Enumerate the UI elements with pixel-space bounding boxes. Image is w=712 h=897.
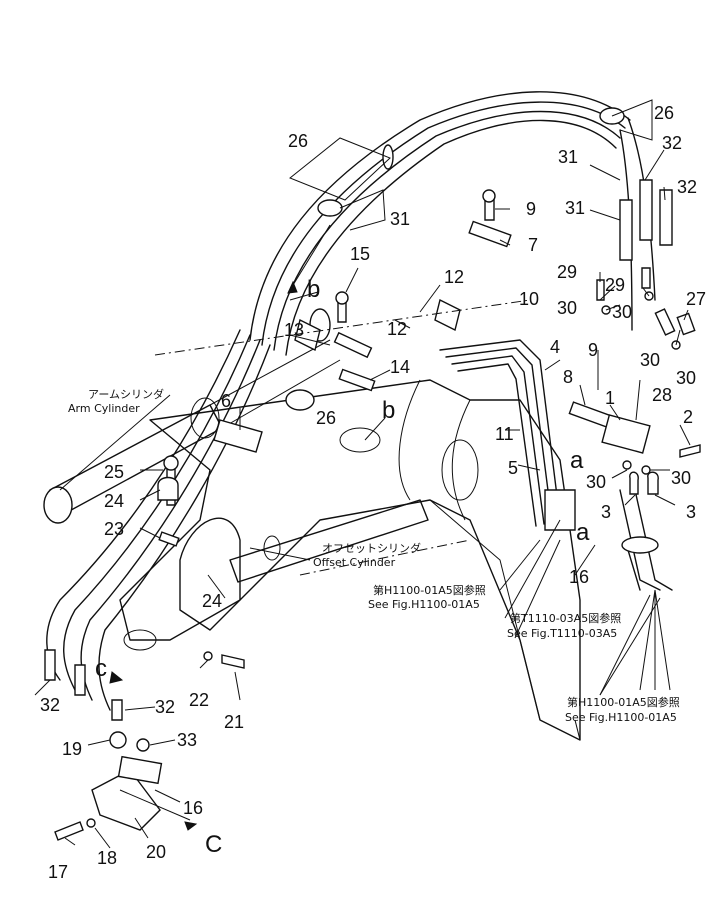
- marker-a: a: [570, 447, 584, 474]
- part-label: 5: [508, 458, 518, 478]
- part-label: 26: [316, 408, 336, 428]
- part-label: 12: [444, 267, 464, 287]
- reference-note-1-jp: 第H1100-01A5図参照: [373, 583, 486, 597]
- part-label: 14: [390, 357, 410, 377]
- part-label: 32: [155, 697, 175, 717]
- part-label: 24: [202, 591, 222, 611]
- part-label: 26: [288, 131, 308, 151]
- part-label: 21: [224, 712, 244, 732]
- part-label: 32: [662, 133, 682, 153]
- part-label: 32: [677, 177, 697, 197]
- reference-note-2-en: See Fig.T1110-03A5: [507, 627, 617, 640]
- part-label: 30: [640, 350, 660, 370]
- part-label: 25: [104, 462, 124, 482]
- part-label: 17: [48, 862, 68, 882]
- part-label: 20: [146, 842, 166, 862]
- part-label: 10: [519, 289, 539, 309]
- part-label: 6: [221, 391, 231, 411]
- reference-note-1-en: See Fig.H1100-01A5: [368, 598, 480, 611]
- reference-note-2-jp: 第T1110-03A5図参照: [510, 611, 621, 625]
- part-label: 29: [557, 262, 577, 282]
- marker-b: b: [307, 276, 320, 303]
- part-label: 8: [563, 367, 573, 387]
- left-hose-run: [46, 329, 271, 711]
- part-label: 11: [495, 424, 514, 444]
- part-label: 9: [526, 199, 536, 219]
- right-pipes: [439, 339, 673, 591]
- part-label: 30: [557, 298, 577, 318]
- part-label: 2: [683, 407, 693, 427]
- offset-cylinder-note-jp: オフセットシリンダ: [322, 541, 421, 555]
- part-label: 16: [569, 567, 589, 587]
- marker-c: C: [205, 831, 222, 858]
- part-label: 29: [605, 275, 625, 295]
- marker-c: c: [95, 655, 107, 682]
- part-label: 26: [654, 103, 674, 123]
- part-label: 7: [528, 235, 538, 255]
- boom-structure: [119, 379, 581, 741]
- part-label: 3: [601, 502, 611, 522]
- part-label: 19: [62, 739, 82, 759]
- part-label: 31: [390, 209, 410, 229]
- part-label: 3: [686, 502, 696, 522]
- reference-note-3-en: See Fig.H1100-01A5: [565, 711, 677, 724]
- notes: アームシリンダ Arm Cylinder オフセットシリンダ Offset Cy…: [68, 387, 680, 724]
- part-label: 31: [558, 147, 578, 167]
- offset-cylinder-note-en: Offset Cylinder: [313, 556, 396, 569]
- part-label: 31: [565, 198, 585, 218]
- part-label: 33: [177, 730, 197, 750]
- part-label: 28: [652, 385, 672, 405]
- reference-markers: b b a a c C: [95, 276, 590, 858]
- part-label: 22: [189, 690, 209, 710]
- marker-a: a: [576, 519, 590, 546]
- arm-cylinder-note-en: Arm Cylinder: [68, 402, 140, 415]
- part-label: 24: [104, 491, 124, 511]
- part-label: 16: [183, 798, 203, 818]
- reference-lines: [109, 224, 671, 831]
- arm-cylinder: [43, 308, 341, 524]
- part-label: 30: [671, 468, 691, 488]
- leader-lines: [34, 99, 691, 849]
- marker-b: b: [382, 397, 395, 424]
- offset-cylinder: [179, 499, 429, 631]
- part-label: 30: [612, 302, 632, 322]
- part-label: 12: [387, 319, 407, 339]
- part-label: 30: [586, 472, 606, 492]
- part-label: 32: [40, 695, 60, 715]
- part-label: 30: [676, 368, 696, 388]
- part-label: 27: [686, 289, 706, 309]
- arm-cylinder-note-jp: アームシリンダ: [88, 387, 164, 401]
- part-label: 18: [97, 848, 117, 868]
- part-label: 9: [588, 340, 598, 360]
- part-label: 23: [104, 519, 124, 539]
- part-label: 1: [605, 388, 615, 408]
- part-labels: 26 26 26 32 32 32 32 31 31 31 9 9 7 15 1…: [40, 103, 706, 882]
- part-label: 15: [350, 244, 370, 264]
- part-label: 13: [284, 320, 304, 340]
- hardware-parts: [44, 107, 701, 841]
- reference-note-3-jp: 第H1100-01A5図参照: [567, 695, 680, 709]
- part-label: 4: [550, 337, 560, 357]
